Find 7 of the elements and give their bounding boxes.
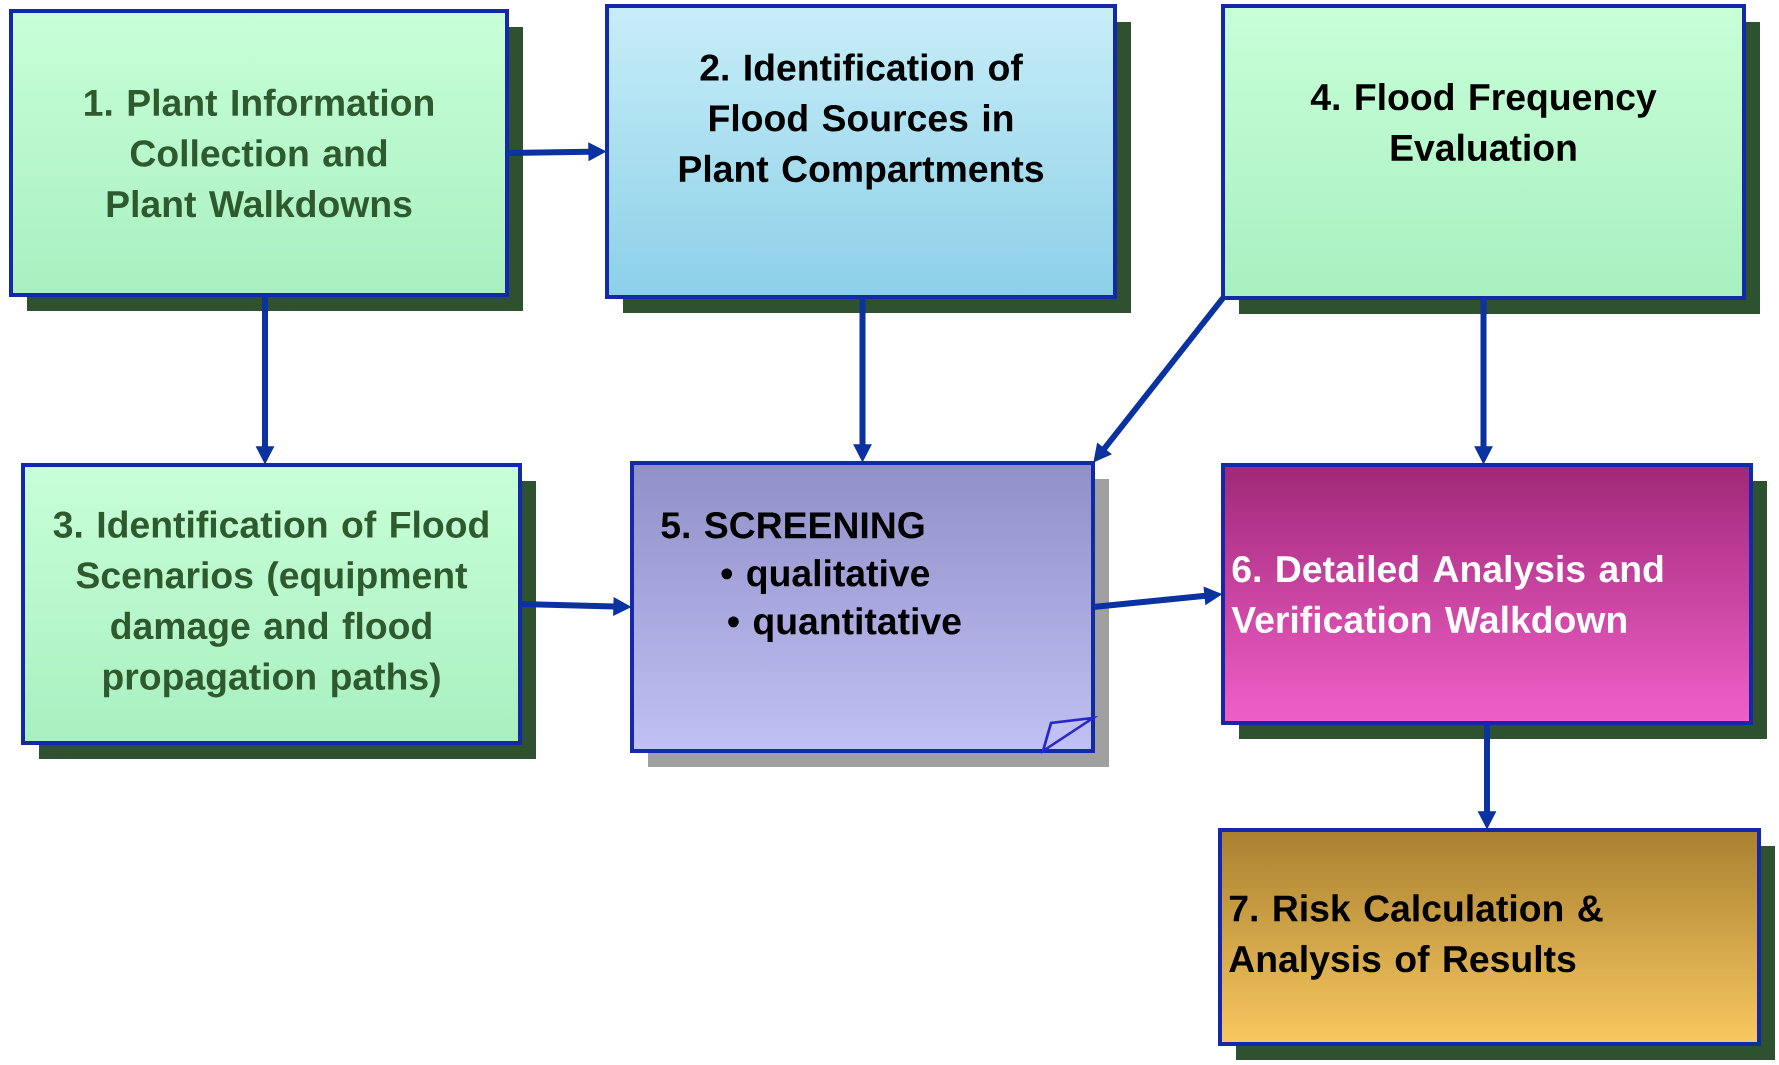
process-box: 6. Detailed Analysis and Verification Walkdown <box>1221 463 1767 739</box>
process-box: 5. SCREENING • qualitative • quantitative <box>630 461 1109 767</box>
process-box: 4. Flood Frequency Evaluation <box>1221 4 1760 314</box>
process-box: 2. Identification of Flood Sources in Plant Compartments <box>605 4 1131 313</box>
process-box: 3. Identification of Flood Scenarios (equipment damage and flood propagation paths) <box>21 463 536 759</box>
process-box: 1. Plant Information Collection and Plant Walkdowns <box>9 9 523 311</box>
process-box: 7. Risk Calculation & Analysis of Results <box>1218 828 1775 1060</box>
